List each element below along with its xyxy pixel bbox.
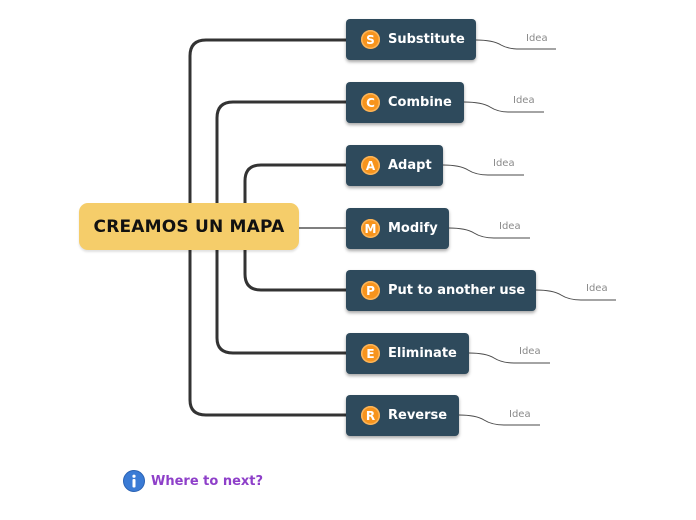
idea-modify[interactable]: Idea <box>499 221 521 232</box>
letter-badge-icon: P <box>361 281 380 300</box>
idea-line-put <box>535 289 616 301</box>
topic-label: Modify <box>388 221 438 236</box>
idea-line-reverse <box>458 414 540 426</box>
topic-label: Eliminate <box>388 346 457 361</box>
idea-line-substitute <box>475 39 556 50</box>
topic-put-to-another-use[interactable]: P Put to another use <box>346 270 536 311</box>
trunk-combine-eliminate <box>215 100 348 355</box>
letter-badge-icon: R <box>361 406 380 425</box>
topic-eliminate[interactable]: E Eliminate <box>346 333 469 374</box>
where-to-next-link[interactable]: Where to next? <box>123 470 263 492</box>
letter-badge-icon: A <box>361 156 380 175</box>
idea-line-adapt <box>442 164 524 176</box>
letter-badge-icon: M <box>361 219 380 238</box>
trunk-substitute-reverse <box>188 38 348 417</box>
topic-label: Put to another use <box>388 283 526 298</box>
topic-reverse[interactable]: R Reverse <box>346 395 459 436</box>
idea-put-to-another-use[interactable]: Idea <box>586 283 608 294</box>
idea-reverse[interactable]: Idea <box>509 409 531 420</box>
topic-modify[interactable]: M Modify <box>346 208 449 249</box>
idea-substitute[interactable]: Idea <box>526 33 548 44</box>
trunk-adapt-put <box>243 163 348 292</box>
letter-badge-icon: E <box>361 344 380 363</box>
idea-combine[interactable]: Idea <box>513 95 535 106</box>
topic-label: Reverse <box>388 408 448 423</box>
letter-badge-icon: C <box>361 93 380 112</box>
idea-line-modify <box>448 227 530 239</box>
topic-substitute[interactable]: S Substitute <box>346 19 476 60</box>
info-icon <box>123 470 145 492</box>
topic-label: Adapt <box>388 158 432 173</box>
central-topic[interactable]: CREAMOS UN MAPA <box>79 203 299 250</box>
idea-eliminate[interactable]: Idea <box>519 346 541 357</box>
central-topic-label: CREAMOS UN MAPA <box>93 216 285 237</box>
where-to-next-label: Where to next? <box>151 473 264 489</box>
topic-label: Combine <box>388 95 452 110</box>
topic-adapt[interactable]: A Adapt <box>346 145 443 186</box>
idea-line-eliminate <box>468 352 550 364</box>
idea-adapt[interactable]: Idea <box>493 158 515 169</box>
letter-badge-icon: S <box>361 30 380 49</box>
idea-line-combine <box>463 101 544 113</box>
topic-combine[interactable]: C Combine <box>346 82 464 123</box>
topic-label: Substitute <box>388 32 465 47</box>
